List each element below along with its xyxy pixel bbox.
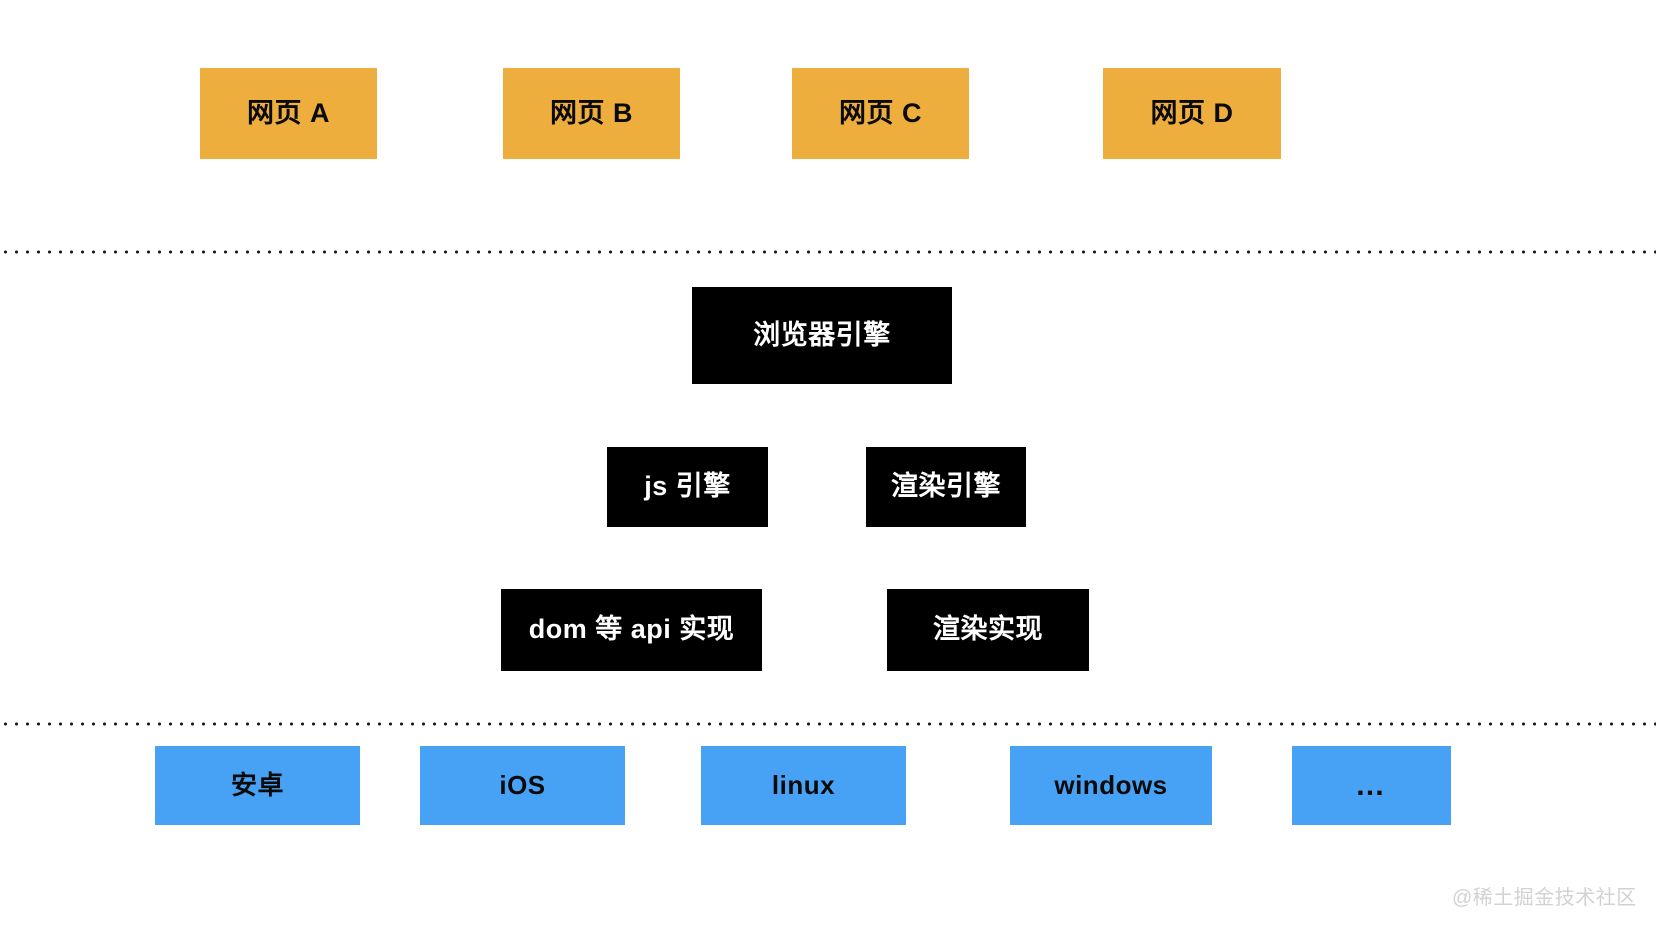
render-engine-label: 渲染引擎	[891, 471, 1001, 502]
web-page-box-c[interactable]: 网页 C	[792, 68, 969, 159]
divider-bottom	[0, 722, 1656, 726]
web-page-box-d[interactable]: 网页 D	[1103, 68, 1281, 159]
render-impl-label: 渲染实现	[933, 614, 1043, 645]
dom-api-impl-box[interactable]: dom 等 api 实现	[501, 589, 762, 671]
render-engine-box[interactable]: 渲染引擎	[866, 447, 1026, 527]
web-page-label-a: 网页 A	[247, 97, 330, 128]
web-page-box-b[interactable]: 网页 B	[503, 68, 680, 159]
js-engine-box[interactable]: js 引擎	[607, 447, 768, 527]
web-page-label-c: 网页 C	[839, 97, 922, 128]
os-box-more[interactable]: …	[1292, 746, 1451, 825]
browser-engine-label: 浏览器引擎	[753, 319, 891, 350]
watermark: @稀土掘金技术社区	[1452, 881, 1637, 910]
watermark-text: @稀土掘金技术社区	[1452, 887, 1637, 909]
os-label-more: …	[1355, 769, 1388, 802]
os-box-ios[interactable]: iOS	[420, 746, 625, 825]
web-page-box-a[interactable]: 网页 A	[200, 68, 377, 159]
render-impl-box[interactable]: 渲染实现	[887, 589, 1089, 671]
web-page-label-b: 网页 B	[550, 97, 633, 128]
os-label-windows: windows	[1054, 770, 1168, 801]
web-page-label-d: 网页 D	[1150, 97, 1234, 128]
os-label-android: 安卓	[230, 770, 284, 801]
js-engine-label: js 引擎	[644, 471, 731, 502]
os-box-windows[interactable]: windows	[1010, 746, 1212, 825]
os-box-android[interactable]: 安卓	[155, 746, 360, 825]
os-box-linux[interactable]: linux	[701, 746, 906, 825]
os-label-linux: linux	[771, 770, 836, 801]
browser-engine-box[interactable]: 浏览器引擎	[692, 287, 952, 384]
dom-api-impl-label: dom 等 api 实现	[528, 614, 735, 645]
divider-top	[0, 250, 1656, 254]
os-label-ios: iOS	[499, 770, 546, 801]
